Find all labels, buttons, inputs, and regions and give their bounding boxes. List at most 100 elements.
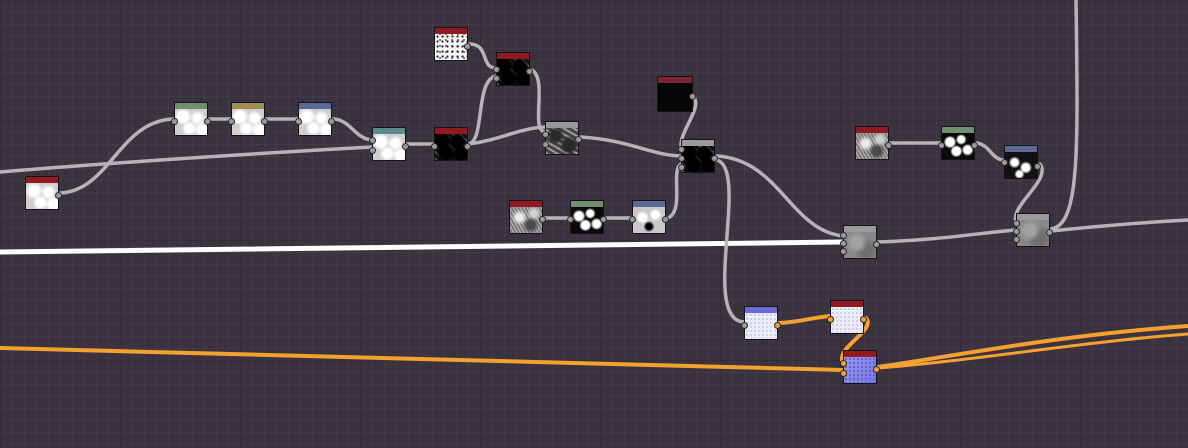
output-port[interactable] bbox=[873, 241, 880, 248]
input-port[interactable] bbox=[840, 248, 847, 255]
output-port[interactable] bbox=[539, 216, 546, 223]
node-thumbnail bbox=[856, 133, 888, 159]
input-port[interactable] bbox=[629, 216, 636, 223]
node-thumbnail bbox=[435, 134, 467, 160]
node-n9[interactable] bbox=[542, 121, 582, 155]
wire-n7-n9 bbox=[467, 125, 547, 146]
node-n19[interactable] bbox=[1013, 213, 1053, 247]
node-header bbox=[1017, 214, 1049, 220]
node-n21[interactable] bbox=[827, 300, 867, 334]
node-header bbox=[510, 201, 542, 207]
input-port[interactable] bbox=[840, 240, 847, 247]
node-n10[interactable] bbox=[657, 76, 696, 112]
input-port[interactable] bbox=[493, 66, 500, 73]
input-port[interactable] bbox=[741, 322, 748, 329]
input-port[interactable] bbox=[840, 232, 847, 239]
input-port[interactable] bbox=[493, 75, 500, 82]
output-port[interactable] bbox=[464, 43, 471, 50]
output-port[interactable] bbox=[328, 118, 335, 125]
input-port[interactable] bbox=[1013, 220, 1020, 227]
node-thumbnail bbox=[232, 109, 264, 135]
input-port[interactable] bbox=[1001, 159, 1008, 166]
wire-orange-right-a bbox=[876, 324, 1188, 369]
input-port[interactable] bbox=[840, 370, 847, 377]
node-n18[interactable] bbox=[629, 200, 669, 234]
output-port[interactable] bbox=[774, 322, 781, 329]
node-header bbox=[299, 103, 331, 109]
node-n2[interactable] bbox=[171, 102, 211, 136]
input-port[interactable] bbox=[840, 360, 847, 367]
output-port[interactable] bbox=[600, 216, 607, 223]
output-port[interactable] bbox=[1034, 163, 1041, 170]
node-header bbox=[175, 103, 207, 109]
input-port[interactable] bbox=[542, 131, 549, 138]
node-header bbox=[373, 128, 405, 134]
node-n20[interactable] bbox=[741, 306, 781, 340]
input-port[interactable] bbox=[938, 142, 945, 149]
input-port[interactable] bbox=[542, 141, 549, 148]
node-n3[interactable] bbox=[228, 102, 268, 136]
wire-white-main bbox=[0, 239, 845, 255]
node-n4[interactable] bbox=[295, 102, 335, 136]
input-port[interactable] bbox=[295, 118, 302, 125]
node-header bbox=[682, 140, 714, 146]
output-port[interactable] bbox=[971, 142, 978, 149]
input-port[interactable] bbox=[228, 118, 235, 125]
input-port[interactable] bbox=[431, 143, 438, 150]
node-n16[interactable] bbox=[509, 200, 546, 234]
node-header bbox=[658, 77, 692, 83]
node-n5[interactable] bbox=[369, 127, 409, 161]
node-header bbox=[435, 128, 467, 134]
output-port[interactable] bbox=[873, 366, 880, 373]
input-port[interactable] bbox=[827, 316, 834, 323]
node-n17[interactable] bbox=[567, 200, 607, 234]
input-port[interactable] bbox=[1013, 236, 1020, 243]
node-n13[interactable] bbox=[938, 126, 978, 160]
output-port[interactable] bbox=[204, 118, 211, 125]
node-thumbnail bbox=[546, 128, 578, 154]
output-port[interactable] bbox=[464, 143, 471, 150]
output-port[interactable] bbox=[261, 118, 268, 125]
wire-n13-n14 bbox=[975, 141, 1006, 162]
output-port[interactable] bbox=[526, 68, 533, 75]
node-n12[interactable] bbox=[855, 126, 892, 160]
node-header bbox=[435, 28, 467, 34]
wire-orange-right-b bbox=[876, 332, 1188, 370]
input-port[interactable] bbox=[678, 146, 685, 153]
node-thumbnail bbox=[510, 207, 542, 233]
output-port[interactable] bbox=[885, 142, 892, 149]
input-port[interactable] bbox=[171, 118, 178, 125]
node-n8[interactable] bbox=[493, 52, 533, 86]
node-n11[interactable] bbox=[678, 139, 718, 173]
node-header bbox=[1005, 146, 1037, 152]
input-port[interactable] bbox=[678, 164, 685, 171]
input-port[interactable] bbox=[567, 216, 574, 223]
node-header bbox=[232, 103, 264, 109]
node-n15[interactable] bbox=[840, 225, 880, 259]
node-n1[interactable] bbox=[25, 176, 62, 210]
node-header bbox=[844, 351, 876, 357]
output-port[interactable] bbox=[711, 155, 718, 162]
output-port[interactable] bbox=[575, 136, 582, 143]
node-n14[interactable] bbox=[1001, 145, 1041, 179]
node-thumbnail bbox=[658, 83, 692, 111]
wire-n15-n19 bbox=[876, 228, 1017, 244]
input-port[interactable] bbox=[1013, 228, 1020, 235]
node-n22[interactable] bbox=[840, 350, 880, 384]
node-thumbnail bbox=[299, 109, 331, 135]
node-n7[interactable] bbox=[431, 127, 471, 161]
output-port[interactable] bbox=[689, 93, 696, 100]
node-n6[interactable] bbox=[434, 27, 471, 61]
input-port[interactable] bbox=[369, 137, 376, 144]
input-port[interactable] bbox=[369, 147, 376, 154]
output-port[interactable] bbox=[402, 143, 409, 150]
output-port[interactable] bbox=[860, 316, 867, 323]
output-port[interactable] bbox=[1046, 229, 1053, 236]
input-port[interactable] bbox=[678, 155, 685, 162]
node-thumbnail bbox=[942, 133, 974, 159]
node-header bbox=[942, 127, 974, 133]
node-thumbnail bbox=[682, 146, 714, 172]
output-port[interactable] bbox=[55, 192, 62, 199]
wire-n7-n8 bbox=[467, 74, 498, 146]
output-port[interactable] bbox=[662, 216, 669, 223]
